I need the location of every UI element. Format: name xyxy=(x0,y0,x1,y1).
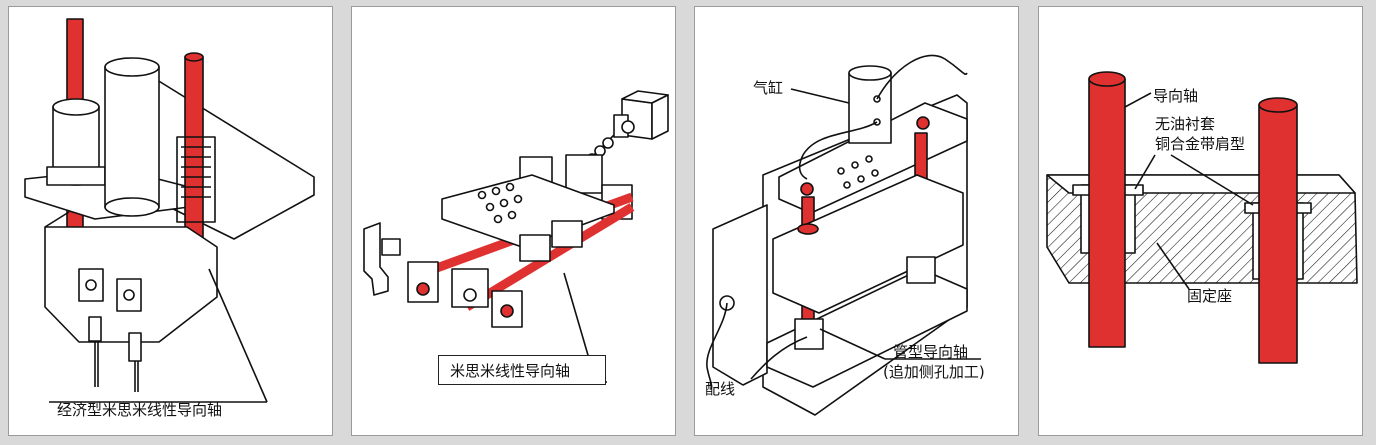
label-tubular-shaft: 管型导向轴 xyxy=(893,343,969,361)
label-oil-free-bushing: 无油衬套 xyxy=(1155,115,1216,133)
label-wiring: 配线 xyxy=(705,380,736,398)
label-guide-shaft: 导向轴 xyxy=(1153,87,1199,105)
label-fixed-seat: 固定座 xyxy=(1187,287,1233,305)
label-box-linear-shaft xyxy=(438,355,606,385)
label-air-cylinder: 气缸 xyxy=(753,79,784,97)
panel-economy-linear-shaft: 经济型米思米线性导向轴 xyxy=(8,6,333,436)
panel-bushing-section: 导向轴 无油衬套 铜合金带肩型 固定座 xyxy=(1038,6,1363,436)
bushing-section-illustration xyxy=(1046,71,1358,364)
panel-tubular-shaft: 气缸 管型导向轴 (追加侧孔加工) 配线 xyxy=(694,6,1019,436)
label-linear-shaft: 米思米线性导向轴 xyxy=(450,362,571,380)
label-side-hole-machining: (追加侧孔加工) xyxy=(883,363,985,381)
economy-shaft-illustration xyxy=(24,18,315,403)
panel-linear-shaft: 米思米线性导向轴 xyxy=(351,6,676,436)
tubular-shaft-illustration xyxy=(706,54,981,416)
label-copper-alloy-flanged: 铜合金带肩型 xyxy=(1155,135,1246,153)
label-economy-linear-shaft: 经济型米思米线性导向轴 xyxy=(57,401,223,419)
